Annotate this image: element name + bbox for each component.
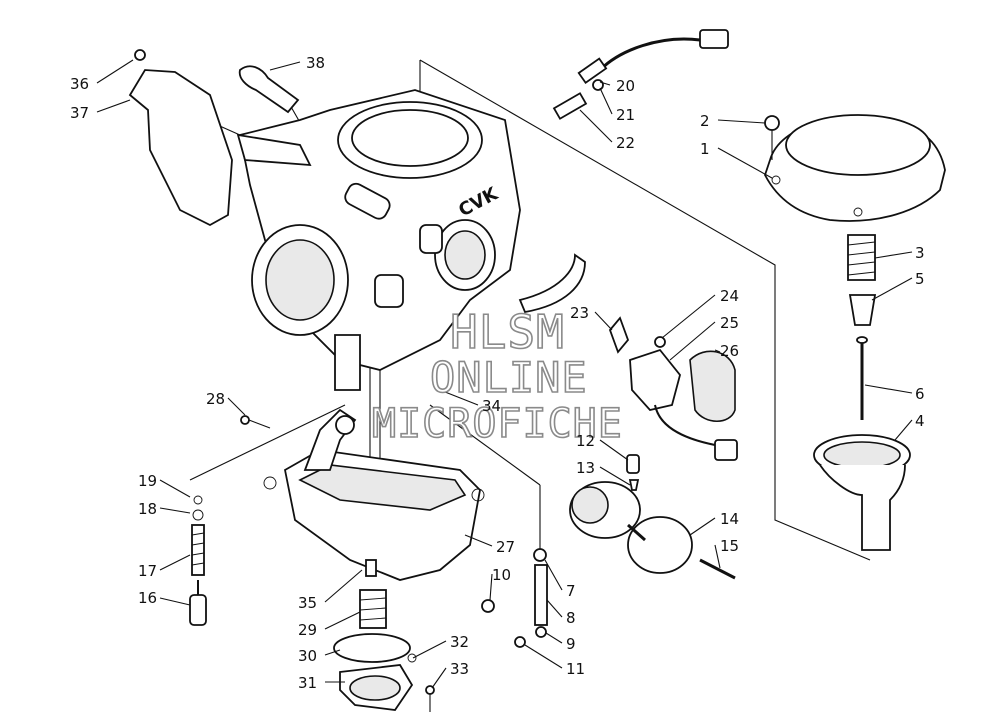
sensor-parts <box>608 316 738 461</box>
pump-lever-part <box>240 408 357 471</box>
leader-lines <box>96 59 913 689</box>
callout-9: 9 <box>566 635 576 653</box>
callout-18: 18 <box>138 500 157 518</box>
callout-13: 13 <box>576 459 595 477</box>
float-part <box>569 481 736 580</box>
callout-25: 25 <box>720 314 739 332</box>
watermark-line-1: HLSM <box>450 305 565 359</box>
watermark-line-2: ONLINE <box>430 353 588 402</box>
callout-35: 35 <box>298 594 317 612</box>
callout-1: 1 <box>700 140 710 158</box>
watermark-line-3: MICROFICHE <box>372 401 623 447</box>
choke-cable-part <box>552 29 729 120</box>
callout-33: 33 <box>450 660 469 678</box>
callout-labels: 1 2 3 4 5 6 7 8 9 10 11 12 13 14 15 16 1… <box>70 54 925 692</box>
callout-3: 3 <box>915 244 925 262</box>
cover-screw-part <box>764 115 780 160</box>
callout-19: 19 <box>138 472 157 490</box>
callout-29: 29 <box>298 621 317 639</box>
callout-15: 15 <box>720 537 739 555</box>
callout-32: 32 <box>450 633 469 651</box>
callout-21: 21 <box>616 106 635 124</box>
callout-30: 30 <box>298 647 317 665</box>
callout-28: 28 <box>206 390 225 408</box>
jet-needle-part <box>856 336 868 420</box>
callout-24: 24 <box>720 287 739 305</box>
float-needle-parts <box>481 454 640 648</box>
cable-bracket-part <box>128 49 233 227</box>
callout-4: 4 <box>915 412 925 430</box>
vent-hose-part <box>238 65 300 114</box>
needle-holder-part <box>848 294 877 326</box>
callout-36: 36 <box>70 75 89 93</box>
callout-7: 7 <box>566 582 576 600</box>
callout-34: 34 <box>482 397 501 415</box>
callout-27: 27 <box>496 538 515 556</box>
callout-37: 37 <box>70 104 89 122</box>
callout-22: 22 <box>616 134 635 152</box>
callout-12: 12 <box>576 432 595 450</box>
callout-14: 14 <box>720 510 739 528</box>
callout-31: 31 <box>298 674 317 692</box>
pilot-screw-part <box>189 495 207 626</box>
top-cover-part <box>764 114 946 222</box>
pump-diaphragm-parts <box>333 559 435 712</box>
callout-6: 6 <box>915 385 925 403</box>
callout-8: 8 <box>566 609 576 627</box>
throttle-slide-part <box>813 434 911 551</box>
callout-16: 16 <box>138 589 157 607</box>
callout-10: 10 <box>492 566 511 584</box>
slide-spring-part <box>847 234 876 281</box>
callout-26: 26 <box>720 342 739 360</box>
callout-38: 38 <box>306 54 325 72</box>
carburetor-body <box>236 89 586 391</box>
callout-2: 2 <box>700 112 710 130</box>
callout-20: 20 <box>616 77 635 95</box>
callout-17: 17 <box>138 562 157 580</box>
callout-11: 11 <box>566 660 585 678</box>
float-bowl-part <box>263 449 485 581</box>
callout-5: 5 <box>915 270 925 288</box>
watermark: HLSM ONLINE MICROFICHE <box>371 304 623 448</box>
callout-23: 23 <box>570 304 589 322</box>
